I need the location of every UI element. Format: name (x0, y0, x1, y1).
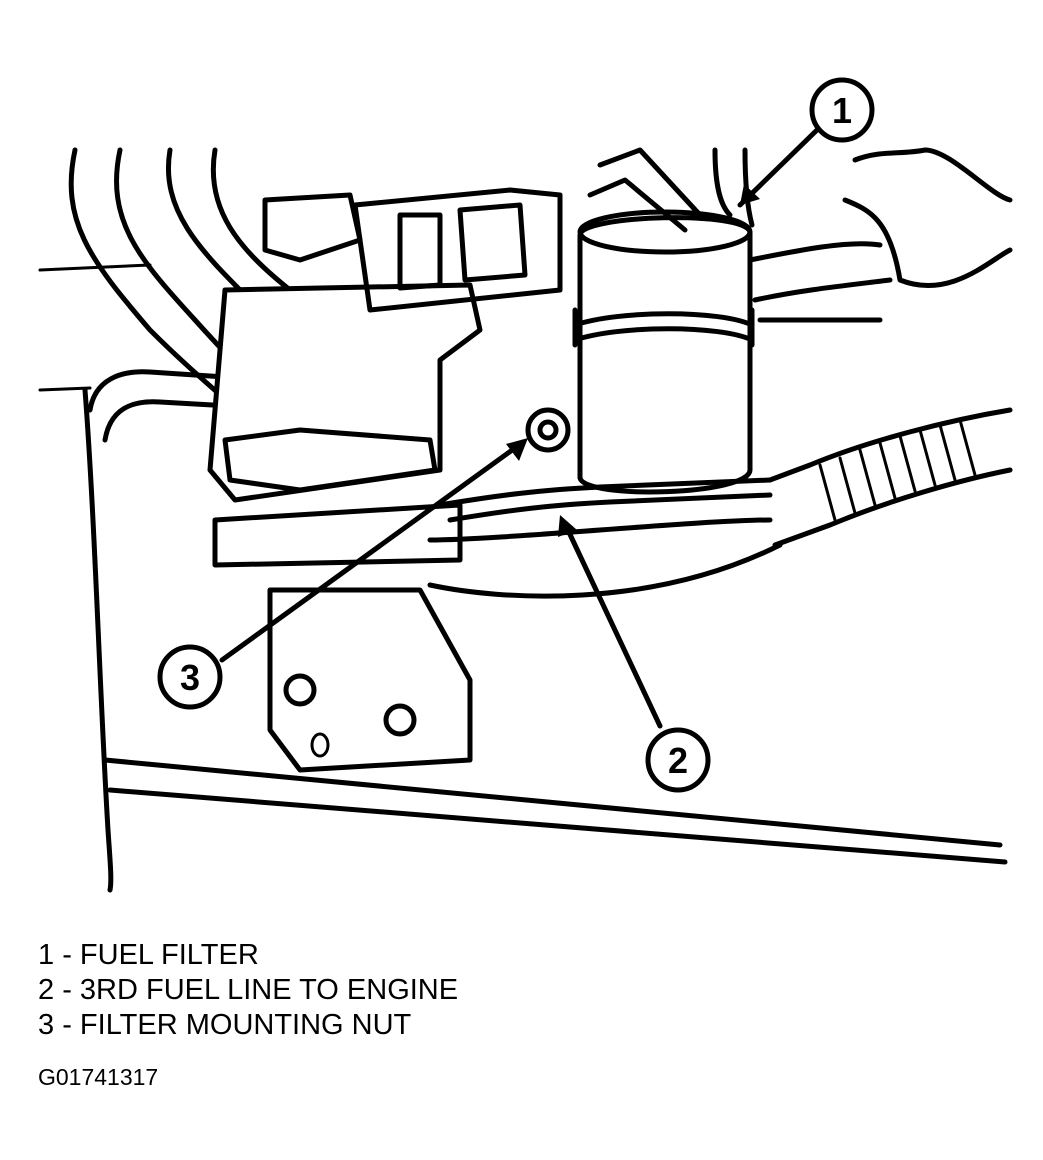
callout-number: 2 (668, 740, 688, 781)
legend-separator: - (54, 1009, 80, 1041)
figure-id: G01741317 (38, 1064, 159, 1090)
legend-number: 1 (38, 939, 55, 971)
legend-number: 3 (38, 1009, 55, 1041)
callout-1: 1 (809, 77, 875, 143)
engine-bay-outline (38, 263, 1008, 893)
legend: 1 - FUEL FILTER 2 - 3RD FUEL LINE TO ENG… (38, 938, 458, 1043)
legend-label: FILTER MOUNTING NUT (79, 1009, 412, 1041)
callout-2: 2 (645, 727, 711, 793)
callout-3: 3 (157, 644, 223, 710)
callout-number: 1 (832, 90, 852, 131)
upper-right-hoses (587, 147, 1013, 323)
bracket-assembly (207, 187, 563, 568)
legend-item: 1 - FUEL FILTER (38, 938, 458, 973)
callout-leaders (219, 127, 820, 729)
callout-number: 3 (180, 657, 200, 698)
legend-number: 2 (38, 974, 55, 1006)
legend-label: FUEL FILTER (79, 939, 259, 971)
mounting-nut (525, 407, 571, 453)
legend-item: 2 - 3RD FUEL LINE TO ENGINE (38, 973, 458, 1008)
fuel-line-to-engine (427, 407, 1013, 599)
legend-label: 3RD FUEL LINE TO ENGINE (79, 974, 459, 1006)
legend-separator: - (54, 974, 80, 1006)
mounting-plate (267, 587, 473, 773)
fuel-filter-diagram: 1 2 3 (38, 77, 1013, 893)
fuel-filter (572, 209, 755, 495)
legend-separator: - (54, 939, 80, 971)
legend-item: 3 - FILTER MOUNTING NUT (38, 1008, 458, 1043)
